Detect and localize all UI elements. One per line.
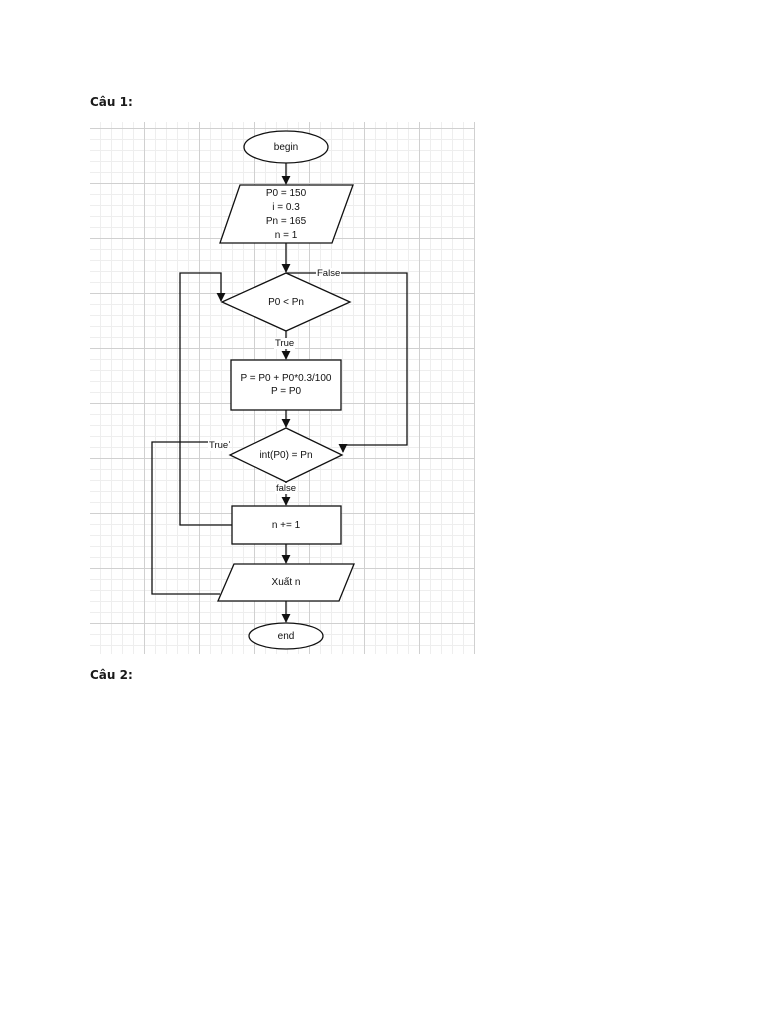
- input-parallelogram: [219, 184, 354, 244]
- question-2-heading: Câu 2:: [90, 668, 133, 682]
- decision2-label: int(P0) = Pn: [259, 450, 313, 461]
- process2-label: n += 1: [271, 520, 301, 531]
- flowchart-canvas: [151, 130, 408, 650]
- flowchart-diagram: begin P0 = 150 i = 0.3 Pn = 165 n = 1 P0…: [90, 122, 475, 654]
- edge-label-d2-true: True: [208, 440, 230, 451]
- question-1-heading: Câu 1:: [90, 95, 133, 109]
- process1-line-2: P = P0: [270, 386, 302, 397]
- output-label: Xuất n: [271, 577, 301, 588]
- input-line-1: P0 = 150: [265, 188, 307, 199]
- input-line-3: Pn = 165: [265, 216, 307, 227]
- arrow-loop-back: [179, 272, 232, 526]
- begin-label: begin: [273, 142, 299, 153]
- input-line-4: n = 1: [274, 230, 298, 241]
- input-line-2: i = 0.3: [272, 202, 300, 213]
- output-parallelogram: [217, 563, 355, 602]
- decision1-label: P0 < Pn: [268, 297, 304, 308]
- arrow-decision2-true: [151, 441, 230, 595]
- end-terminator: [248, 622, 324, 650]
- process2-box: [231, 505, 342, 545]
- edge-label-d1-false: False: [316, 268, 342, 279]
- edge-label-d2-false: false: [275, 483, 298, 494]
- end-label: end: [277, 631, 295, 642]
- process1-line-1: P = P0 + P0*0.3/100: [240, 373, 332, 384]
- arrow-decision1-false: [286, 272, 408, 453]
- edge-label-d1-true: True: [274, 338, 296, 349]
